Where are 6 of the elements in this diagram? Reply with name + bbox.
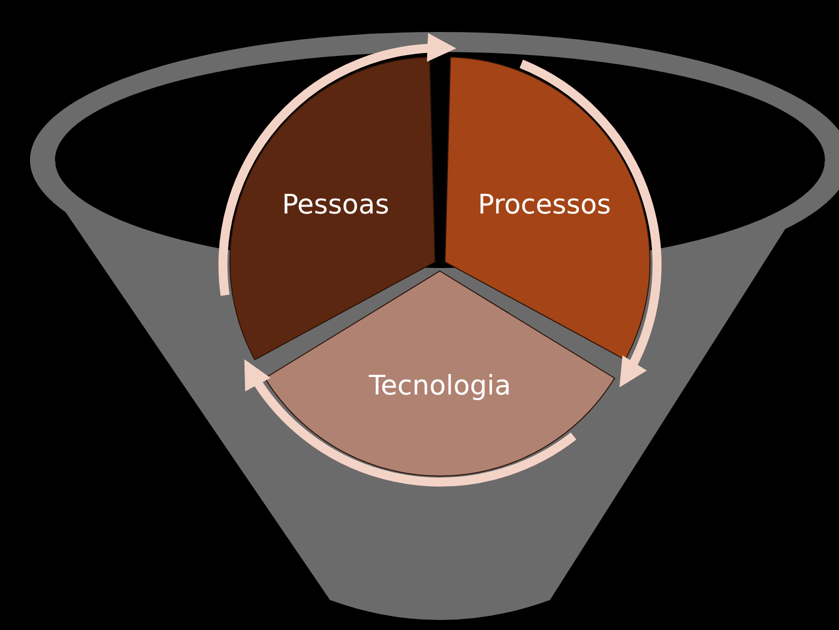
segment-label: Tecnologia bbox=[368, 370, 512, 402]
cycle-arrow bbox=[519, 60, 662, 388]
cycle-arrow bbox=[244, 360, 576, 486]
cycle-arrow bbox=[218, 34, 456, 296]
segment-label: Pessoas bbox=[282, 189, 390, 220]
segment-label: Processos bbox=[478, 189, 611, 220]
